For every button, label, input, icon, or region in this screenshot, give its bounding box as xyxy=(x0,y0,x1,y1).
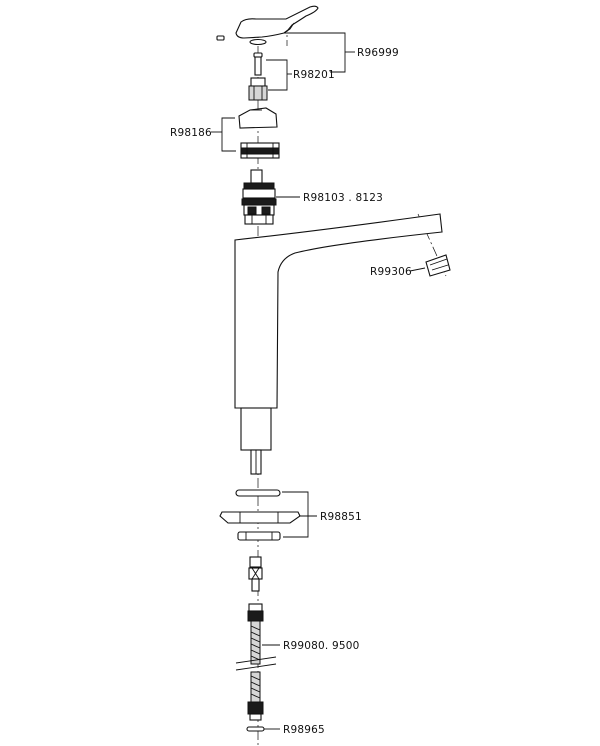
cartridge xyxy=(241,169,277,225)
label-r99306: R99306 xyxy=(370,266,426,278)
cover-nut xyxy=(238,107,280,159)
label-r98851: R98851 xyxy=(282,491,362,538)
base-fixing xyxy=(219,489,301,541)
tap-body xyxy=(234,213,443,475)
part-code-r98851: R98851 xyxy=(320,511,362,523)
part-code-r98965: R98965 xyxy=(283,724,325,736)
aerator xyxy=(425,254,451,277)
connector xyxy=(248,556,263,592)
part-code-r98186: R98186 xyxy=(170,127,212,139)
lever-handle xyxy=(216,5,319,46)
label-r98186: R98186 xyxy=(170,117,236,152)
grub-screw xyxy=(216,35,225,41)
screw-insert xyxy=(248,52,268,101)
part-code-r98103-8123: R98103 . 8123 xyxy=(303,192,383,204)
hose-washer xyxy=(246,726,265,732)
label-r98103: R98103 . 8123 xyxy=(276,192,383,204)
label-r98201: R98201 xyxy=(266,59,335,91)
label-r99080: R99080. 9500 xyxy=(262,640,360,652)
part-code-r98201: R98201 xyxy=(293,69,335,81)
label-r98965: R98965 xyxy=(264,724,325,736)
part-code-r99306: R99306 xyxy=(370,266,412,278)
label-r96999: R96999 xyxy=(284,32,399,73)
part-code-r96999: R96999 xyxy=(357,47,399,59)
flexible-hose xyxy=(235,603,277,721)
part-code-r99080-9500: R99080. 9500 xyxy=(283,640,360,652)
